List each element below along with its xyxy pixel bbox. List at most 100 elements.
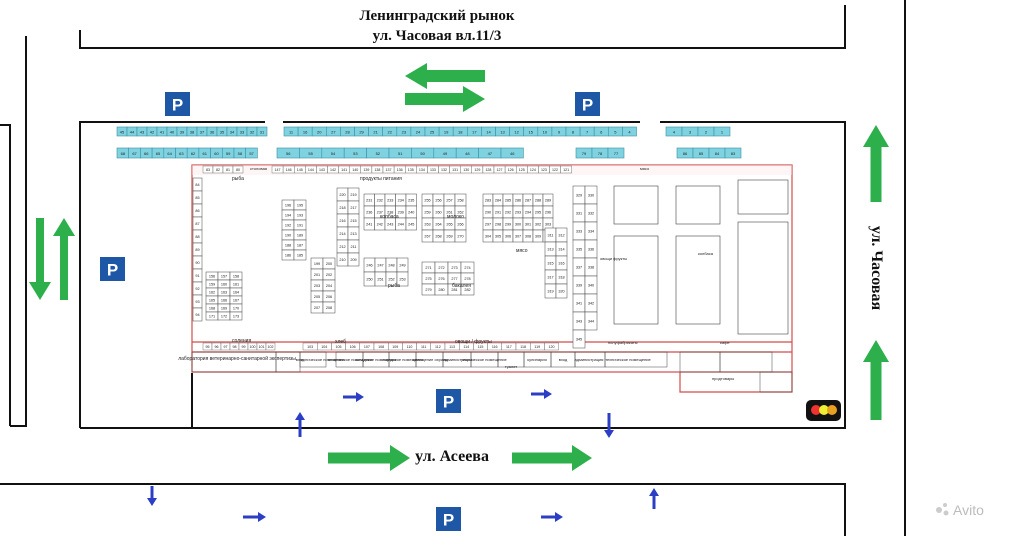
stall: 43 bbox=[136, 126, 148, 137]
hall-stall: 145 bbox=[294, 165, 306, 174]
hall-stall: 143 bbox=[316, 165, 328, 174]
svg-text:237: 237 bbox=[377, 211, 383, 215]
stall: 39 bbox=[176, 126, 188, 137]
hall-stall: 146 bbox=[282, 165, 295, 174]
label-tech2: техническое помещение bbox=[327, 357, 373, 362]
svg-text:344: 344 bbox=[588, 320, 594, 324]
hall-stall: 188 bbox=[281, 239, 295, 251]
svg-text:14: 14 bbox=[486, 129, 491, 134]
svg-text:311: 311 bbox=[547, 234, 553, 238]
stall: 65 bbox=[151, 147, 165, 159]
svg-text:93: 93 bbox=[195, 300, 199, 304]
svg-text:241: 241 bbox=[366, 223, 372, 227]
svg-text:128: 128 bbox=[485, 168, 491, 172]
svg-text:299: 299 bbox=[505, 223, 511, 227]
svg-text:300: 300 bbox=[515, 223, 521, 227]
svg-text:231: 231 bbox=[366, 199, 372, 203]
stall: 19 bbox=[438, 126, 454, 137]
stall: 12 bbox=[509, 126, 525, 137]
hall-stall: 297 bbox=[482, 217, 494, 231]
hall-stall: 331 bbox=[572, 203, 586, 223]
svg-text:103: 103 bbox=[307, 345, 313, 349]
svg-text:44: 44 bbox=[130, 129, 135, 134]
stall: 42 bbox=[146, 126, 158, 137]
hall-stall: 89 bbox=[192, 242, 203, 257]
hall-stall: 185 bbox=[293, 249, 307, 261]
hall-stall: 299 bbox=[502, 217, 514, 231]
hall-stall: 138 bbox=[371, 165, 384, 174]
svg-text:331: 331 bbox=[576, 212, 582, 216]
svg-text:118: 118 bbox=[520, 345, 526, 349]
svg-text:195: 195 bbox=[297, 204, 303, 208]
svg-text:8: 8 bbox=[572, 129, 575, 134]
svg-text:82: 82 bbox=[216, 168, 220, 172]
stall: 28 bbox=[340, 126, 355, 137]
hall-stall: 248 bbox=[385, 257, 398, 273]
svg-text:92: 92 bbox=[195, 287, 199, 291]
svg-text:159: 159 bbox=[209, 283, 215, 287]
svg-text:P: P bbox=[107, 261, 118, 280]
svg-text:139: 139 bbox=[363, 168, 369, 172]
svg-text:121: 121 bbox=[563, 168, 569, 172]
svg-text:338: 338 bbox=[588, 266, 594, 270]
svg-text:4: 4 bbox=[673, 129, 676, 134]
svg-text:208: 208 bbox=[326, 306, 332, 310]
svg-text:7: 7 bbox=[586, 129, 589, 134]
stall: 44 bbox=[126, 126, 138, 137]
hall-stall: 259 bbox=[421, 205, 434, 219]
svg-text:272: 272 bbox=[438, 266, 444, 270]
label-admin2: администрация bbox=[575, 357, 604, 362]
hall-stall: 340 bbox=[584, 275, 598, 295]
hall-stall: 157 bbox=[217, 271, 231, 281]
hall-stall: 250 bbox=[363, 271, 376, 287]
hall-stall: 339 bbox=[572, 275, 586, 295]
parking-sign-icon: P bbox=[165, 92, 190, 116]
svg-text:86: 86 bbox=[683, 151, 688, 156]
svg-text:282: 282 bbox=[464, 288, 470, 292]
hall-section bbox=[675, 185, 721, 225]
hall-stall: 207 bbox=[310, 301, 324, 314]
svg-text:117: 117 bbox=[506, 345, 512, 349]
svg-text:263: 263 bbox=[424, 223, 430, 227]
hall-stall: 334 bbox=[584, 221, 598, 241]
stall: 62 bbox=[186, 147, 200, 159]
traffic-arrow-icon bbox=[295, 412, 305, 437]
stall: 11 bbox=[283, 126, 299, 137]
svg-text:94: 94 bbox=[195, 313, 199, 317]
hall-stall: 162 bbox=[205, 287, 219, 297]
svg-text:36: 36 bbox=[210, 129, 215, 134]
svg-text:120: 120 bbox=[549, 345, 555, 349]
hall-section bbox=[737, 179, 789, 215]
hall-stall: 251 bbox=[374, 271, 387, 287]
svg-text:96: 96 bbox=[215, 345, 219, 349]
label-warehouse: складское помещение bbox=[355, 357, 397, 362]
stall: 64 bbox=[163, 147, 176, 159]
hall-stall: 220 bbox=[336, 187, 349, 202]
stall: 50 bbox=[411, 147, 435, 159]
roads bbox=[0, 0, 906, 536]
svg-text:124: 124 bbox=[530, 168, 536, 172]
svg-text:P: P bbox=[443, 511, 454, 530]
hall-stall: 345 bbox=[572, 329, 586, 349]
stall: 83 bbox=[724, 147, 742, 159]
svg-text:25: 25 bbox=[430, 129, 435, 134]
hall-stall: 83 bbox=[202, 165, 214, 174]
stall: 53 bbox=[343, 147, 367, 159]
svg-text:52: 52 bbox=[376, 151, 381, 156]
hall-stall: 256 bbox=[432, 193, 445, 207]
svg-text:317: 317 bbox=[547, 276, 553, 280]
hall-stall: 287 bbox=[522, 193, 534, 207]
hall-stall: 100 bbox=[247, 342, 258, 351]
hall-stall: 130 bbox=[460, 165, 473, 174]
svg-text:17: 17 bbox=[472, 129, 477, 134]
title-block: Ленинградский рынок ул. Часовая вл.11/3 bbox=[79, 5, 846, 49]
svg-text:258: 258 bbox=[457, 199, 463, 203]
svg-text:37: 37 bbox=[200, 129, 205, 134]
hall-stall: 173 bbox=[229, 311, 243, 321]
svg-text:315: 315 bbox=[547, 262, 553, 266]
svg-text:308: 308 bbox=[525, 235, 531, 239]
hall-stall: 296 bbox=[542, 205, 554, 219]
svg-text:270: 270 bbox=[457, 235, 463, 239]
